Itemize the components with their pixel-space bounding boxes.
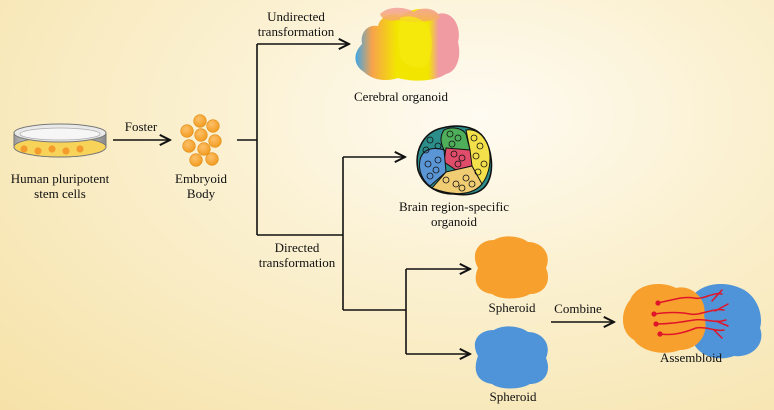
undirected-label-line2: transformation bbox=[257, 24, 335, 39]
brain-region-organoid-icon bbox=[416, 125, 493, 196]
cerebral-organoid-label: Cerebral organoid bbox=[354, 89, 448, 104]
undirected-label-line1: Undirected bbox=[267, 9, 325, 24]
directed-label-line1: Directed bbox=[274, 240, 320, 255]
petri-dish-icon bbox=[13, 123, 107, 158]
embryoid-body-label-line2: Body bbox=[186, 186, 216, 201]
embryoid-body-label-line1: Embryoid bbox=[175, 171, 227, 186]
assembloid-label: Assembloid bbox=[659, 350, 723, 365]
spheroid-orange-icon bbox=[474, 236, 549, 299]
spheroid-orange-label: Spheroid bbox=[488, 300, 536, 315]
directed-label-line2: transformation bbox=[258, 255, 336, 270]
spheroid-blue-label: Spheroid bbox=[489, 389, 537, 404]
foster-label: Foster bbox=[124, 119, 158, 134]
branch-lines bbox=[237, 44, 407, 354]
embryoid-body-icon bbox=[180, 114, 222, 167]
spheroid-blue-icon bbox=[474, 326, 549, 389]
brain-region-label-line2: organoid bbox=[431, 214, 477, 229]
hpsc-label-line1: Human pluripotent bbox=[10, 171, 110, 186]
hpsc-label-line2: stem cells bbox=[34, 186, 86, 201]
assembloid-icon bbox=[622, 284, 762, 359]
cerebral-organoid-icon bbox=[355, 7, 460, 81]
combine-label: Combine bbox=[554, 301, 602, 316]
brain-region-label-line1: Brain region-specific bbox=[398, 199, 510, 214]
